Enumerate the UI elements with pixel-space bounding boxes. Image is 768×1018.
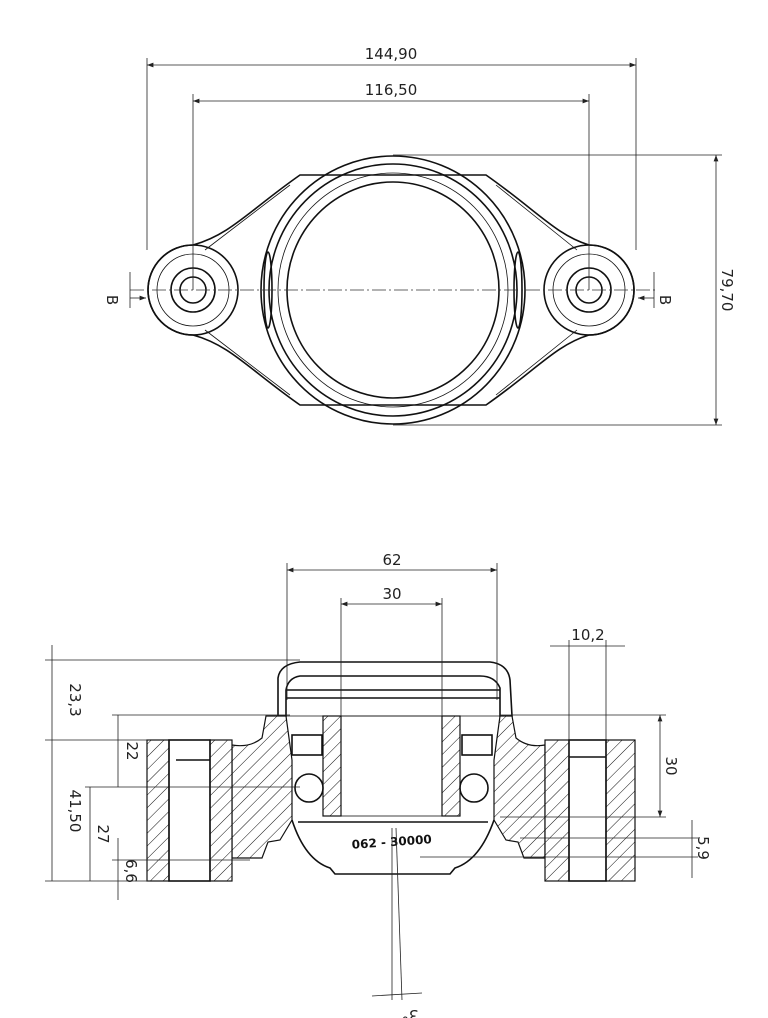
- dimension-right-stack: 30 5,9: [420, 714, 712, 878]
- svg-text:30: 30: [382, 585, 401, 603]
- dimension-overall-width: 144,90: [146, 45, 637, 250]
- left-boss-section: [146, 739, 233, 882]
- dim-label-hole-spacing: 116,50: [365, 81, 418, 99]
- svg-text:6,6: 6,6: [122, 859, 140, 883]
- bearing-inner-ring: [322, 715, 461, 817]
- svg-text:B: B: [656, 295, 674, 305]
- svg-text:3°: 3°: [401, 1006, 418, 1018]
- dimension-boss-bore: 10,2: [550, 626, 625, 760]
- svg-text:22: 22: [123, 741, 141, 760]
- housing-body: [231, 715, 546, 875]
- dimension-hole-spacing: 116,50: [192, 81, 590, 290]
- dim-label-overall-width: 144,90: [365, 45, 418, 63]
- right-boss-section: [544, 739, 636, 882]
- dim-label-height: 79,70: [718, 269, 736, 312]
- svg-text:30: 30: [662, 756, 680, 775]
- svg-text:23,3: 23,3: [66, 683, 84, 716]
- dimension-left-stack: 23,3 41,50 22 27 6,6: [45, 645, 300, 900]
- cap: [277, 661, 513, 717]
- section-marker-right: B: [638, 272, 674, 308]
- dimension-cap-width: 62: [286, 551, 498, 700]
- svg-text:B: B: [103, 295, 121, 305]
- svg-text:62: 62: [382, 551, 401, 569]
- bearing-balls: [291, 734, 493, 803]
- svg-text:5,9: 5,9: [694, 836, 712, 860]
- top-view: 144,90 116,50 79,70 B B: [103, 45, 736, 426]
- svg-text:41,50: 41,50: [66, 790, 84, 833]
- svg-text:10,2: 10,2: [571, 626, 604, 644]
- svg-text:27: 27: [94, 824, 112, 843]
- dimension-bore-width: 30: [340, 585, 443, 716]
- dimension-height: 79,70: [393, 154, 736, 426]
- section-marker-left: B: [103, 272, 146, 308]
- section-view: 062 - 30000 62 30 10,2: [45, 551, 712, 1018]
- dimension-angle: 3°: [371, 827, 423, 1018]
